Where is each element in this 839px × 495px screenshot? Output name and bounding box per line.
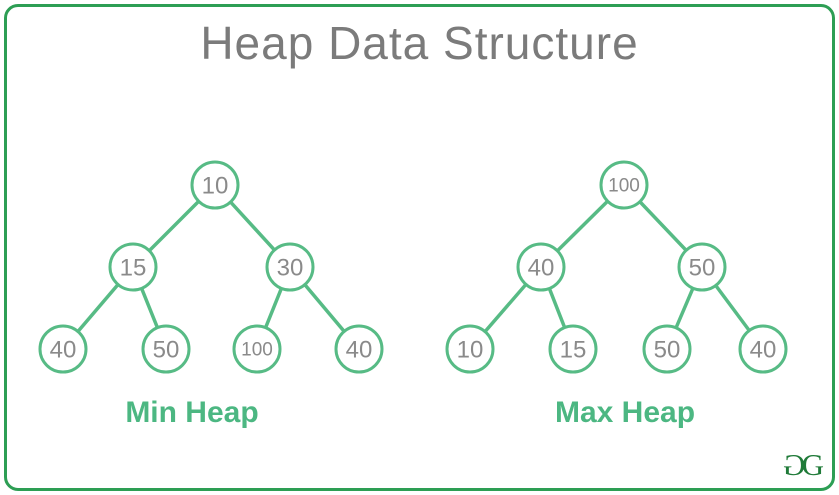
min-heap-node-value: 40 <box>346 336 373 363</box>
min-heap-node-value: 40 <box>50 336 77 363</box>
max-heap-label: Max Heap <box>554 396 696 429</box>
page-title: Heap Data Structure <box>200 17 639 69</box>
min-heap-node-value: 30 <box>277 254 304 281</box>
max-heap-node-value: 50 <box>654 336 681 363</box>
max-heap-node-circle <box>599 160 649 210</box>
min-heap-node-circle <box>108 242 158 292</box>
min-heap-label: Min Heap <box>125 396 259 429</box>
min-heap-node-value: 100 <box>241 340 273 361</box>
max-heap-node-circle <box>677 242 727 292</box>
min-heap-node-circle <box>265 242 315 292</box>
max-heap-node-value: 40 <box>750 336 777 363</box>
max-heap-node-circle <box>738 324 788 374</box>
max-heap-node-value: 40 <box>528 254 555 281</box>
min-heap-node-circle <box>334 324 384 374</box>
max-heap-node-value: 100 <box>608 176 640 197</box>
max-heap-node-circle <box>642 324 692 374</box>
max-heap-node-circle <box>548 324 598 374</box>
max-heap-node-value: 10 <box>457 336 484 363</box>
logo-mirrored-g: G <box>783 447 806 482</box>
min-heap-node-value: 15 <box>120 254 147 281</box>
geeksforgeeks-logo-icon: GG <box>783 447 824 482</box>
min-heap-node-circle <box>190 160 240 210</box>
min-heap-node-circle <box>38 324 88 374</box>
min-heap-node-value: 50 <box>153 336 180 363</box>
min-heap-node-value: 10 <box>202 172 229 199</box>
max-heap-node-value: 50 <box>689 254 716 281</box>
logo-g: G <box>801 447 824 482</box>
min-heap-node-circle <box>141 324 191 374</box>
max-heap-node-circle <box>516 242 566 292</box>
min-heap-node-circle <box>232 324 282 374</box>
max-heap-node-value: 15 <box>560 336 587 363</box>
max-heap-node-circle <box>445 324 495 374</box>
